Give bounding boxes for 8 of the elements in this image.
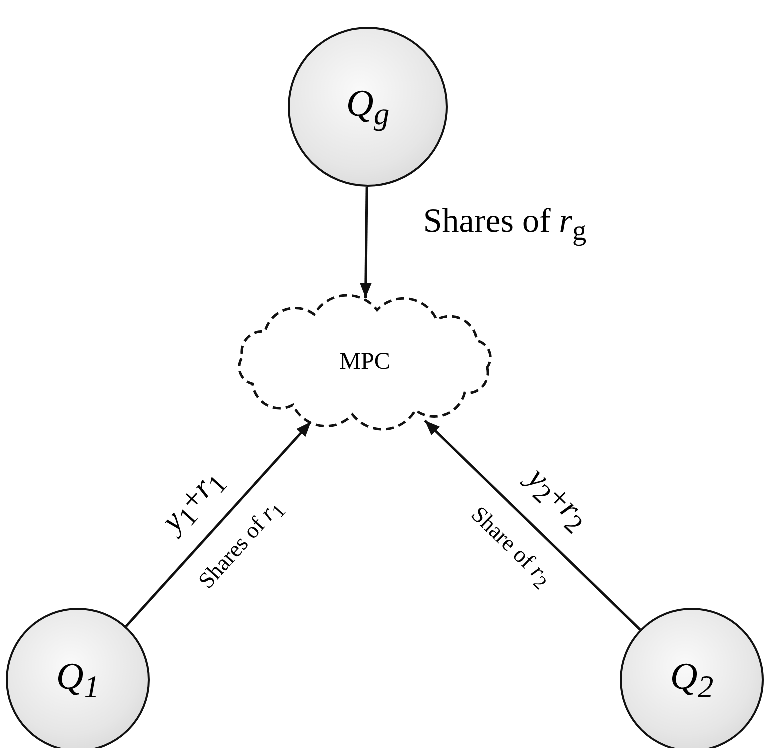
edge-label: Shares of r$_{g}$: [423, 203, 587, 247]
arrow: [360, 186, 372, 298]
node-label: Q$_{2}$: [670, 654, 714, 706]
node-label: Q$_{g}$: [346, 82, 390, 132]
arrow: [125, 421, 312, 628]
node-label: MPC: [340, 349, 390, 376]
arrow: [424, 420, 642, 631]
node-label: Q$_{1}$: [56, 654, 100, 706]
